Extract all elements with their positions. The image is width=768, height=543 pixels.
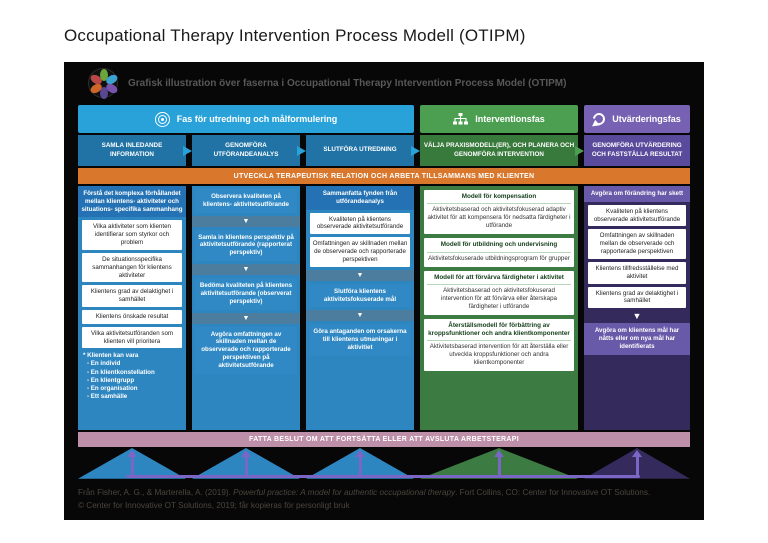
diagram-banner: Grafisk illustration över faserna i Occu… [78,62,690,104]
info-box: Klientens grad av delaktighet i samhälle… [588,286,686,309]
loop-arrow-cell [306,448,414,480]
info-box: Kvaliteten på klientens observerade akti… [310,212,410,235]
down-arrow-icon: ▼ [192,264,300,276]
column-utforandeanalys: Observera kvaliteten på klientens- aktiv… [192,186,300,430]
arrow-right-icon [575,145,584,156]
sitemap-icon [453,113,469,125]
refresh-icon [590,110,608,128]
column-header-genomfora-analys: GENOMFÖRA UTFÖRANDEANALYS [192,135,300,166]
column-utvardering-resultat: Avgöra om förändring har skett Kvalitete… [584,186,690,430]
feedback-loop-row [78,448,690,480]
column-header-slutfora: SLUTFÖRA UTREDNING [306,135,414,166]
up-arrow-icon [241,450,251,477]
up-arrow-icon [494,450,504,477]
down-arrow-icon: ▼ [306,269,414,281]
diagram-banner-title: Grafisk illustration över faserna i Occu… [128,77,567,89]
up-arrow-icon [127,450,137,477]
down-arrow-icon: ▼ [306,310,414,322]
model-box-kompensation: Modell för kompensation Aktivitetsbasera… [424,190,574,235]
phase-intervention-label: Interventionsfas [475,114,545,124]
loop-arrow-cell [78,448,186,480]
column-header-valja-praxismodell: VÄLJA PRAXISMODELL(ER), OCH PLANERA OCH … [420,135,578,166]
step-box: Observera kvaliteten på klientens- aktiv… [195,189,297,213]
phase-utvardering: Utvärderingsfas [584,105,690,133]
arrow-right-icon [183,145,192,156]
target-icon [154,111,170,127]
loop-arrow-cell [420,448,578,480]
info-box: Vilka aktiviteter som klienten identifie… [82,220,182,250]
info-box: Vilka aktivitetsutföranden som klienten … [82,326,182,349]
up-arrow-icon [355,450,365,477]
lead-box: Förstå det komplexa förhållandet mellan … [78,186,186,218]
phase-header-row: Fas för utredning och målformulering Int… [78,105,690,133]
citation: Från Fisher, A. G., & Marterella, A. (20… [78,487,690,512]
step-box: Avgöra omfattningen av skillnaden mellan… [195,326,297,374]
decision-bar: FATTA BESLUT OM ATT FORTSÄTTA ELLER ATT … [78,432,690,447]
lead-box: Sammanfatta fynden från utförandeanalys [306,186,414,210]
feedback-line [126,475,640,478]
down-arrow-icon: ▼ [632,311,642,322]
info-box: Omfattningen av skillnaden mellan de obs… [588,229,686,259]
therapeutic-relation-bar: UTVECKLA TERAPEUTISK RELATION OCH ARBETA… [78,168,690,184]
info-box: De situationsspecifika sammanhangen för … [82,252,182,283]
lead-box: Avgöra om förändring har skett [584,186,690,202]
up-arrow-icon [632,450,642,477]
model-box-utbildning: Modell för utbildning och undervisning A… [424,238,574,267]
loop-arrow-cell [192,448,300,480]
info-box: Kvaliteten på klientens observerade akti… [588,204,686,227]
page-title: Occupational Therapy Intervention Proces… [64,26,526,45]
step-box: Samla in klientens perspektiv på aktivit… [195,229,297,262]
citation-line1: Från Fisher, A. G., & Marterella, A. (20… [78,488,651,497]
column-header-samla: SAMLA INLEDANDE INFORMATION [78,135,186,166]
content-row: Förstå det komplexa förhållandet mellan … [78,186,690,430]
info-box: Klientens grad av delaktighet i samhälle… [82,285,182,307]
phase-intervention: Interventionsfas [420,105,578,133]
arrow-right-icon [411,145,420,156]
step-box: Bedöma kvaliteten på klientens aktivitet… [195,278,297,310]
info-box: Klientens tillfredsställelse med aktivit… [588,261,686,284]
outcome-box: Avgöra om klientens mål har nåtts eller … [584,323,690,355]
column-header-utvardering: GENOMFÖRA UTVÄRDERING OCH FASTSTÄLLA RES… [584,135,690,166]
arrow-right-icon [297,145,306,156]
loop-arrow-cell [584,448,690,480]
model-box-forvarva: Modell för att förvärva färdigheter i ak… [424,270,574,315]
info-box: Omfattningen av skillnaden mellan de obs… [310,237,410,267]
step-box: Slutföra klientens aktivitetsfokuserade … [309,283,411,308]
phase-utredning-label: Fas för utredning och målformulering [176,114,338,124]
citation-line2: © Center for Innovative OT Solutions, 20… [78,500,350,510]
step-box: Göra antaganden om orsakerna till klient… [309,324,411,356]
model-box-aterstall: Återställsmodell för förbättring av krop… [424,318,574,372]
down-arrow-icon: ▼ [192,215,300,227]
column-header-row: SAMLA INLEDANDE INFORMATION GENOMFÖRA UT… [78,135,690,166]
phase-utvardering-label: Utvärderingsfas [612,114,681,124]
column-samla-inledande: Förstå det komplexa förhållandet mellan … [78,186,186,430]
column-praxismodeller: Modell för kompensation Aktivitetsbasera… [420,186,578,430]
otipm-diagram-panel: Grafisk illustration över faserna i Occu… [64,62,704,520]
column-slutfora-utredning: Sammanfatta fynden från utförandeanalys … [306,186,414,430]
down-arrow-icon: ▼ [192,312,300,324]
client-note: * Klienten kan vara - En individ - En kl… [83,352,155,400]
ciots-flower-logo-icon [88,68,119,99]
info-box: Klientens önskade resultat [82,309,182,324]
phase-utredning: Fas för utredning och målformulering [78,105,414,133]
